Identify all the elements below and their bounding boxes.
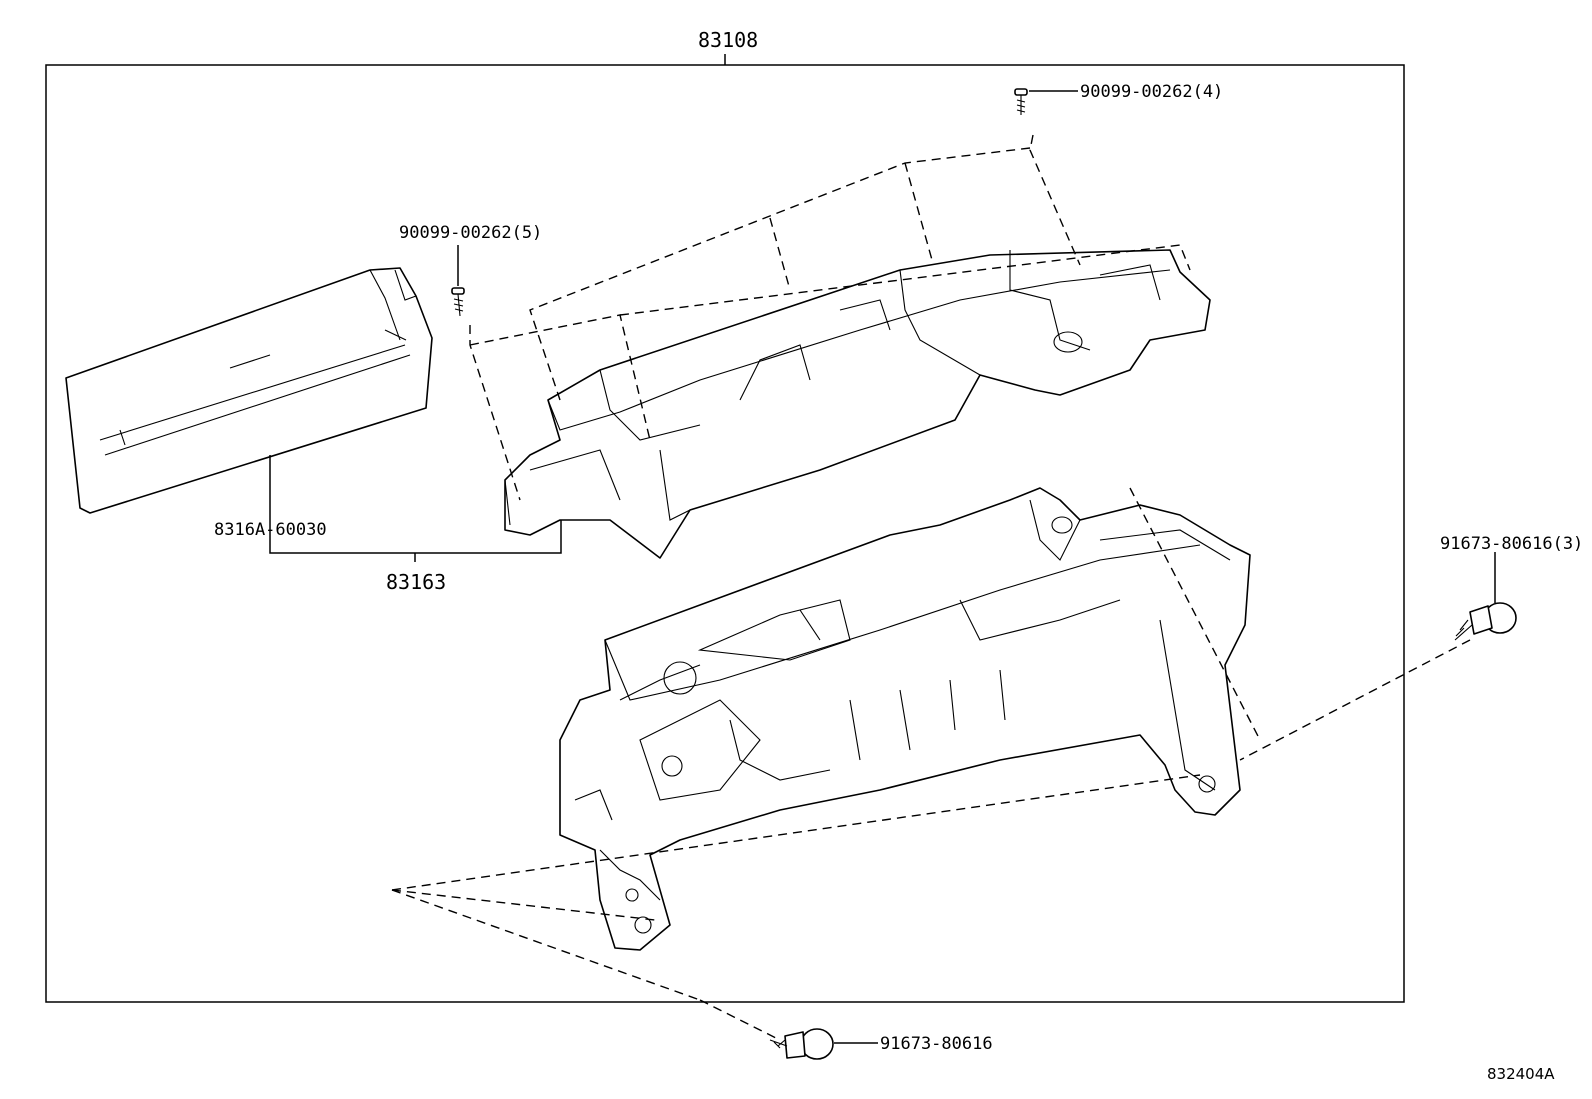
label-screw-left: 90099-00262(5) — [399, 223, 542, 243]
label-cover: 83163 — [386, 570, 446, 594]
assembly-lines — [391, 134, 1471, 1041]
bolt-icon — [1454, 602, 1517, 641]
lens-part — [65, 267, 433, 514]
label-bolt-right: 91673-80616(3) — [1440, 534, 1583, 554]
leader-lines — [269, 90, 1496, 1044]
screw-icon — [1014, 88, 1028, 115]
cover-part — [504, 249, 1211, 559]
label-screw-top: 90099-00262(4) — [1080, 82, 1223, 102]
bolt-icon — [769, 1028, 834, 1060]
label-bolt-bottom: 91673-80616 — [880, 1034, 993, 1054]
label-assembly: 83108 — [698, 28, 758, 52]
screw-icon — [451, 287, 465, 317]
diagram-id: 832404A — [1487, 1065, 1555, 1083]
housing-part — [559, 487, 1251, 951]
label-lens: 8316A-60030 — [214, 520, 327, 540]
